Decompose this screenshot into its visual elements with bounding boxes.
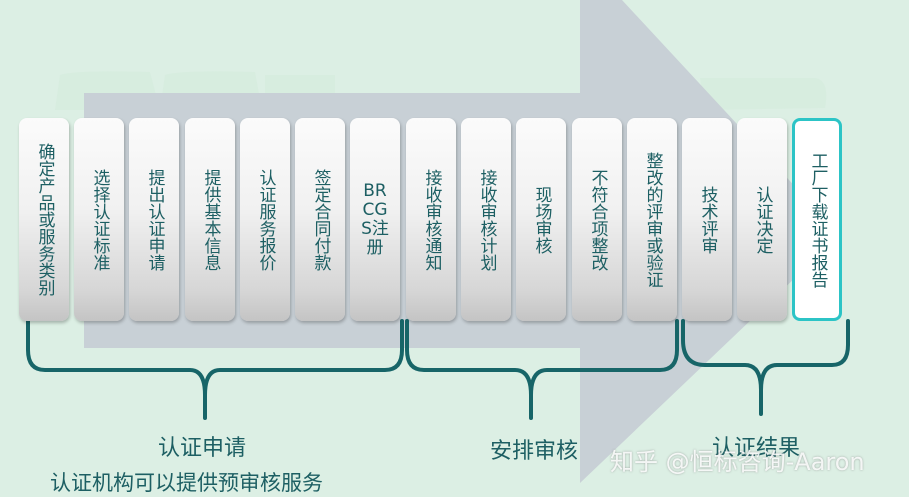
step-card-2: 选择认证标准 xyxy=(74,118,124,321)
watermark: 知乎 @恒标咨询-Aaron xyxy=(610,448,865,476)
phase-note-application: 认证机构可以提供预审核服务 xyxy=(50,471,323,495)
step-label: 认证决定 xyxy=(752,185,773,254)
step-label: 整改的评审或验证 xyxy=(642,151,663,288)
step-card-11: 不符合项整改 xyxy=(572,118,622,321)
step-card-1: 确定产品或服务类别 xyxy=(19,118,69,321)
step-label: 提出认证申请 xyxy=(144,168,165,271)
step-label: BRCGS注册 xyxy=(361,180,389,258)
step-card-15-highlighted: 工厂下载证书报告 xyxy=(792,118,842,321)
step-card-5: 认证服务报价 xyxy=(240,118,290,321)
step-label: 确定产品或服务类别 xyxy=(34,143,55,296)
step-card-7: BRCGS注册 xyxy=(350,118,400,321)
step-label: 不符合项整改 xyxy=(587,168,608,271)
step-card-9: 接收审核计划 xyxy=(461,118,511,321)
step-card-10: 现场审核 xyxy=(516,118,566,321)
step-label: 签定合同付款 xyxy=(310,168,331,271)
step-card-13: 技术评审 xyxy=(682,118,732,321)
step-card-8: 接收审核通知 xyxy=(406,118,456,321)
step-label: 工厂下载证书报告 xyxy=(807,151,828,288)
step-label: 接收审核计划 xyxy=(476,168,497,271)
step-label: 现场审核 xyxy=(531,185,552,254)
step-label: 认证服务报价 xyxy=(255,168,276,271)
phase-label-result: 认证结果 xyxy=(712,436,801,461)
phase-label-application: 认证申请 xyxy=(158,436,247,461)
step-card-4: 提供基本信息 xyxy=(185,118,235,321)
step-label: 提供基本信息 xyxy=(200,168,221,271)
step-label: 接收审核通知 xyxy=(421,168,442,271)
step-card-6: 签定合同付款 xyxy=(295,118,345,321)
phase-label-audit: 安排审核 xyxy=(490,439,579,464)
step-label: 选择认证标准 xyxy=(89,168,110,271)
step-label: 技术评审 xyxy=(697,185,718,254)
step-card-14: 认证决定 xyxy=(737,118,787,321)
step-card-3: 提出认证申请 xyxy=(129,118,179,321)
step-card-12: 整改的评审或验证 xyxy=(627,118,677,321)
